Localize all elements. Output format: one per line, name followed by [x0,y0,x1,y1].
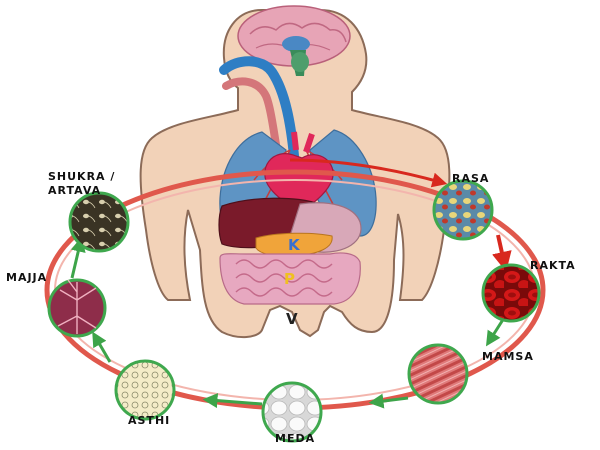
intestines [219,252,361,305]
rakta-tissue-image [481,263,541,323]
meda-tissue-image [261,381,323,443]
mamsa-tissue-image [407,343,469,405]
dosha-kapha-label: K [288,236,301,254]
shukra-artava-tissue-image [68,191,130,253]
meda-label: MEDA [275,432,316,445]
rakta-label: RAKTA [530,259,576,272]
asthi-label: ASTHI [128,414,171,427]
green-flow-arrows [70,236,506,409]
asthi-tissue-image [114,359,176,421]
dosha-pitta-label: P [284,270,295,288]
artava-label: ARTAVA [48,184,102,197]
shukra-label: SHUKRA / [48,170,116,183]
majja-label: MAJJA [6,271,48,284]
rasa-label: RASA [452,172,490,185]
brain [237,5,351,76]
flow-arrow-rasa-to-rakta [492,234,512,272]
flow-arrow-to-rasa [289,158,448,188]
dosha-vata-label: V [286,310,298,328]
rasa-tissue-image [432,179,494,241]
majja-tissue-image [47,278,107,338]
mamsa-label: MAMSA [482,350,534,363]
